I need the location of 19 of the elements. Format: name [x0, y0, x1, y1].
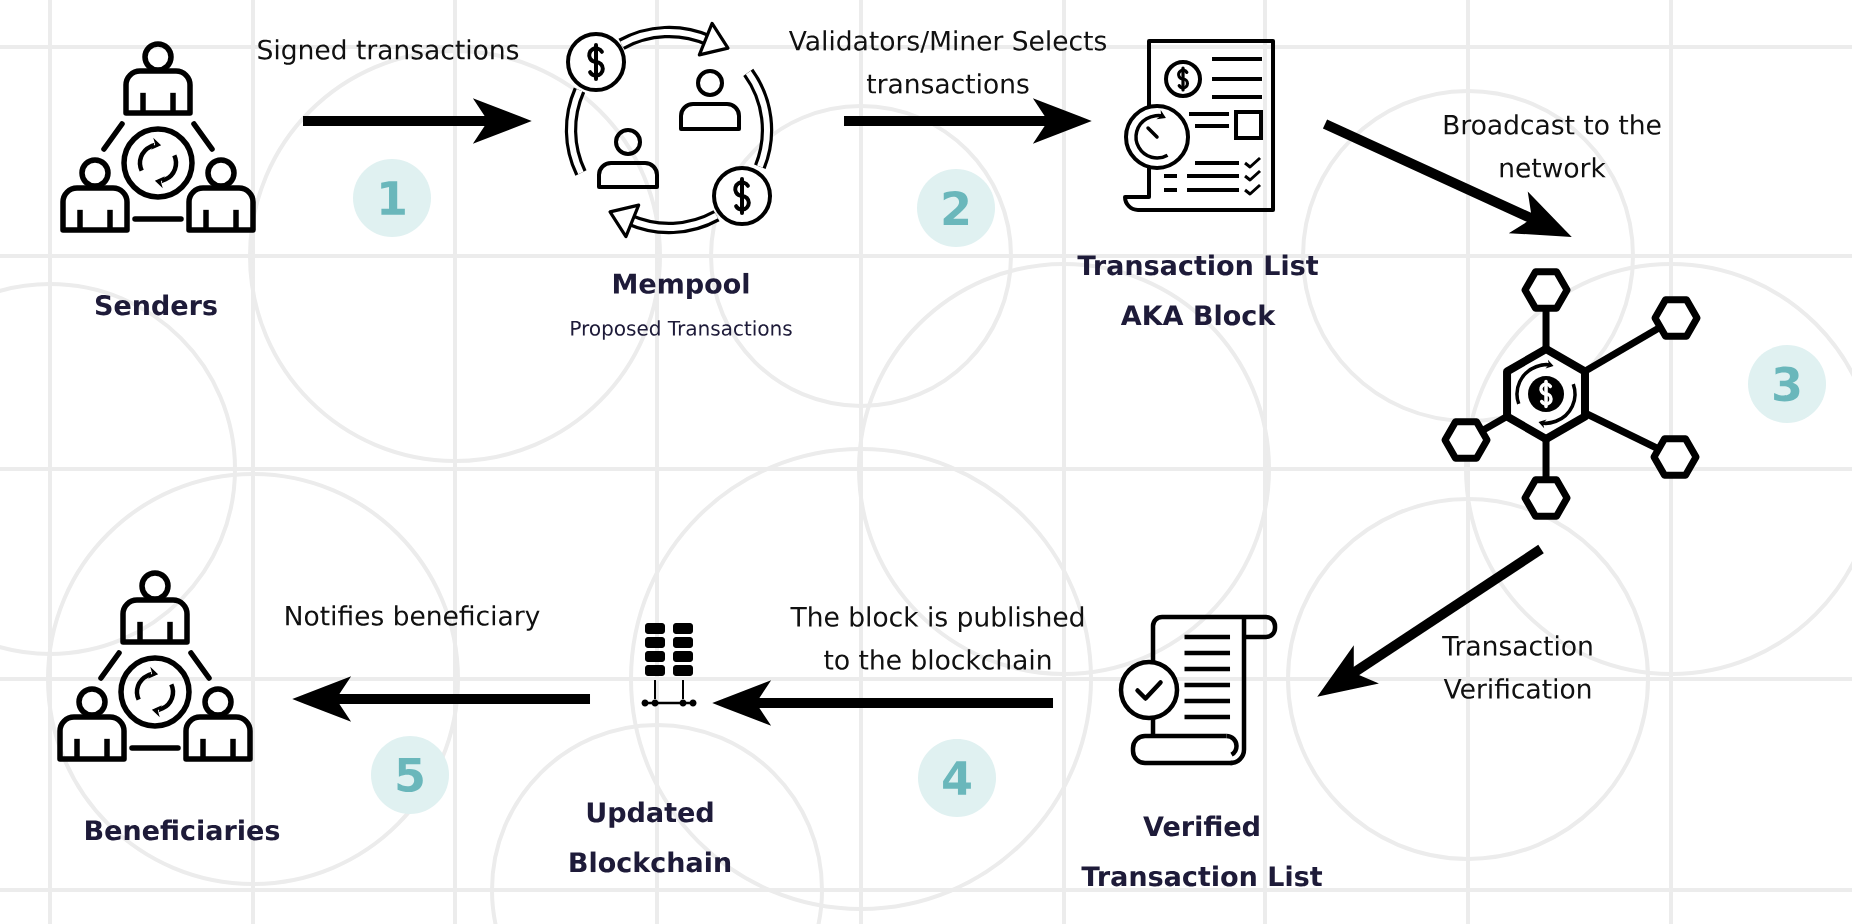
node-title: Beneficiaries	[86, 819, 280, 841]
edge-label: Transaction Verification	[1442, 635, 1592, 699]
node-title: Updated Blockchain	[570, 801, 731, 873]
network-icon	[1441, 268, 1701, 520]
node-subtitle: Proposed Transactions	[571, 320, 792, 340]
node-title: Senders	[95, 294, 217, 316]
node-title: Mempool	[614, 272, 749, 300]
step-badge: 4	[918, 739, 996, 817]
edge-label: Notifies beneficiary	[286, 605, 540, 631]
edge-label: Validators/Miner Selects transactions	[788, 30, 1106, 94]
edge-label: The block is published to the blockchain	[790, 606, 1084, 670]
node-title: Verified Transaction List	[1081, 815, 1323, 887]
step-badge: 1	[353, 159, 431, 237]
edge-label: Broadcast to the network	[1444, 114, 1661, 178]
step-badge: 5	[371, 736, 449, 814]
step-badge: 2	[917, 169, 995, 247]
step-badge: 3	[1748, 345, 1826, 423]
edge-label: Signed transactions	[258, 39, 519, 65]
node-title: Transaction List AKA Block	[1077, 254, 1319, 326]
